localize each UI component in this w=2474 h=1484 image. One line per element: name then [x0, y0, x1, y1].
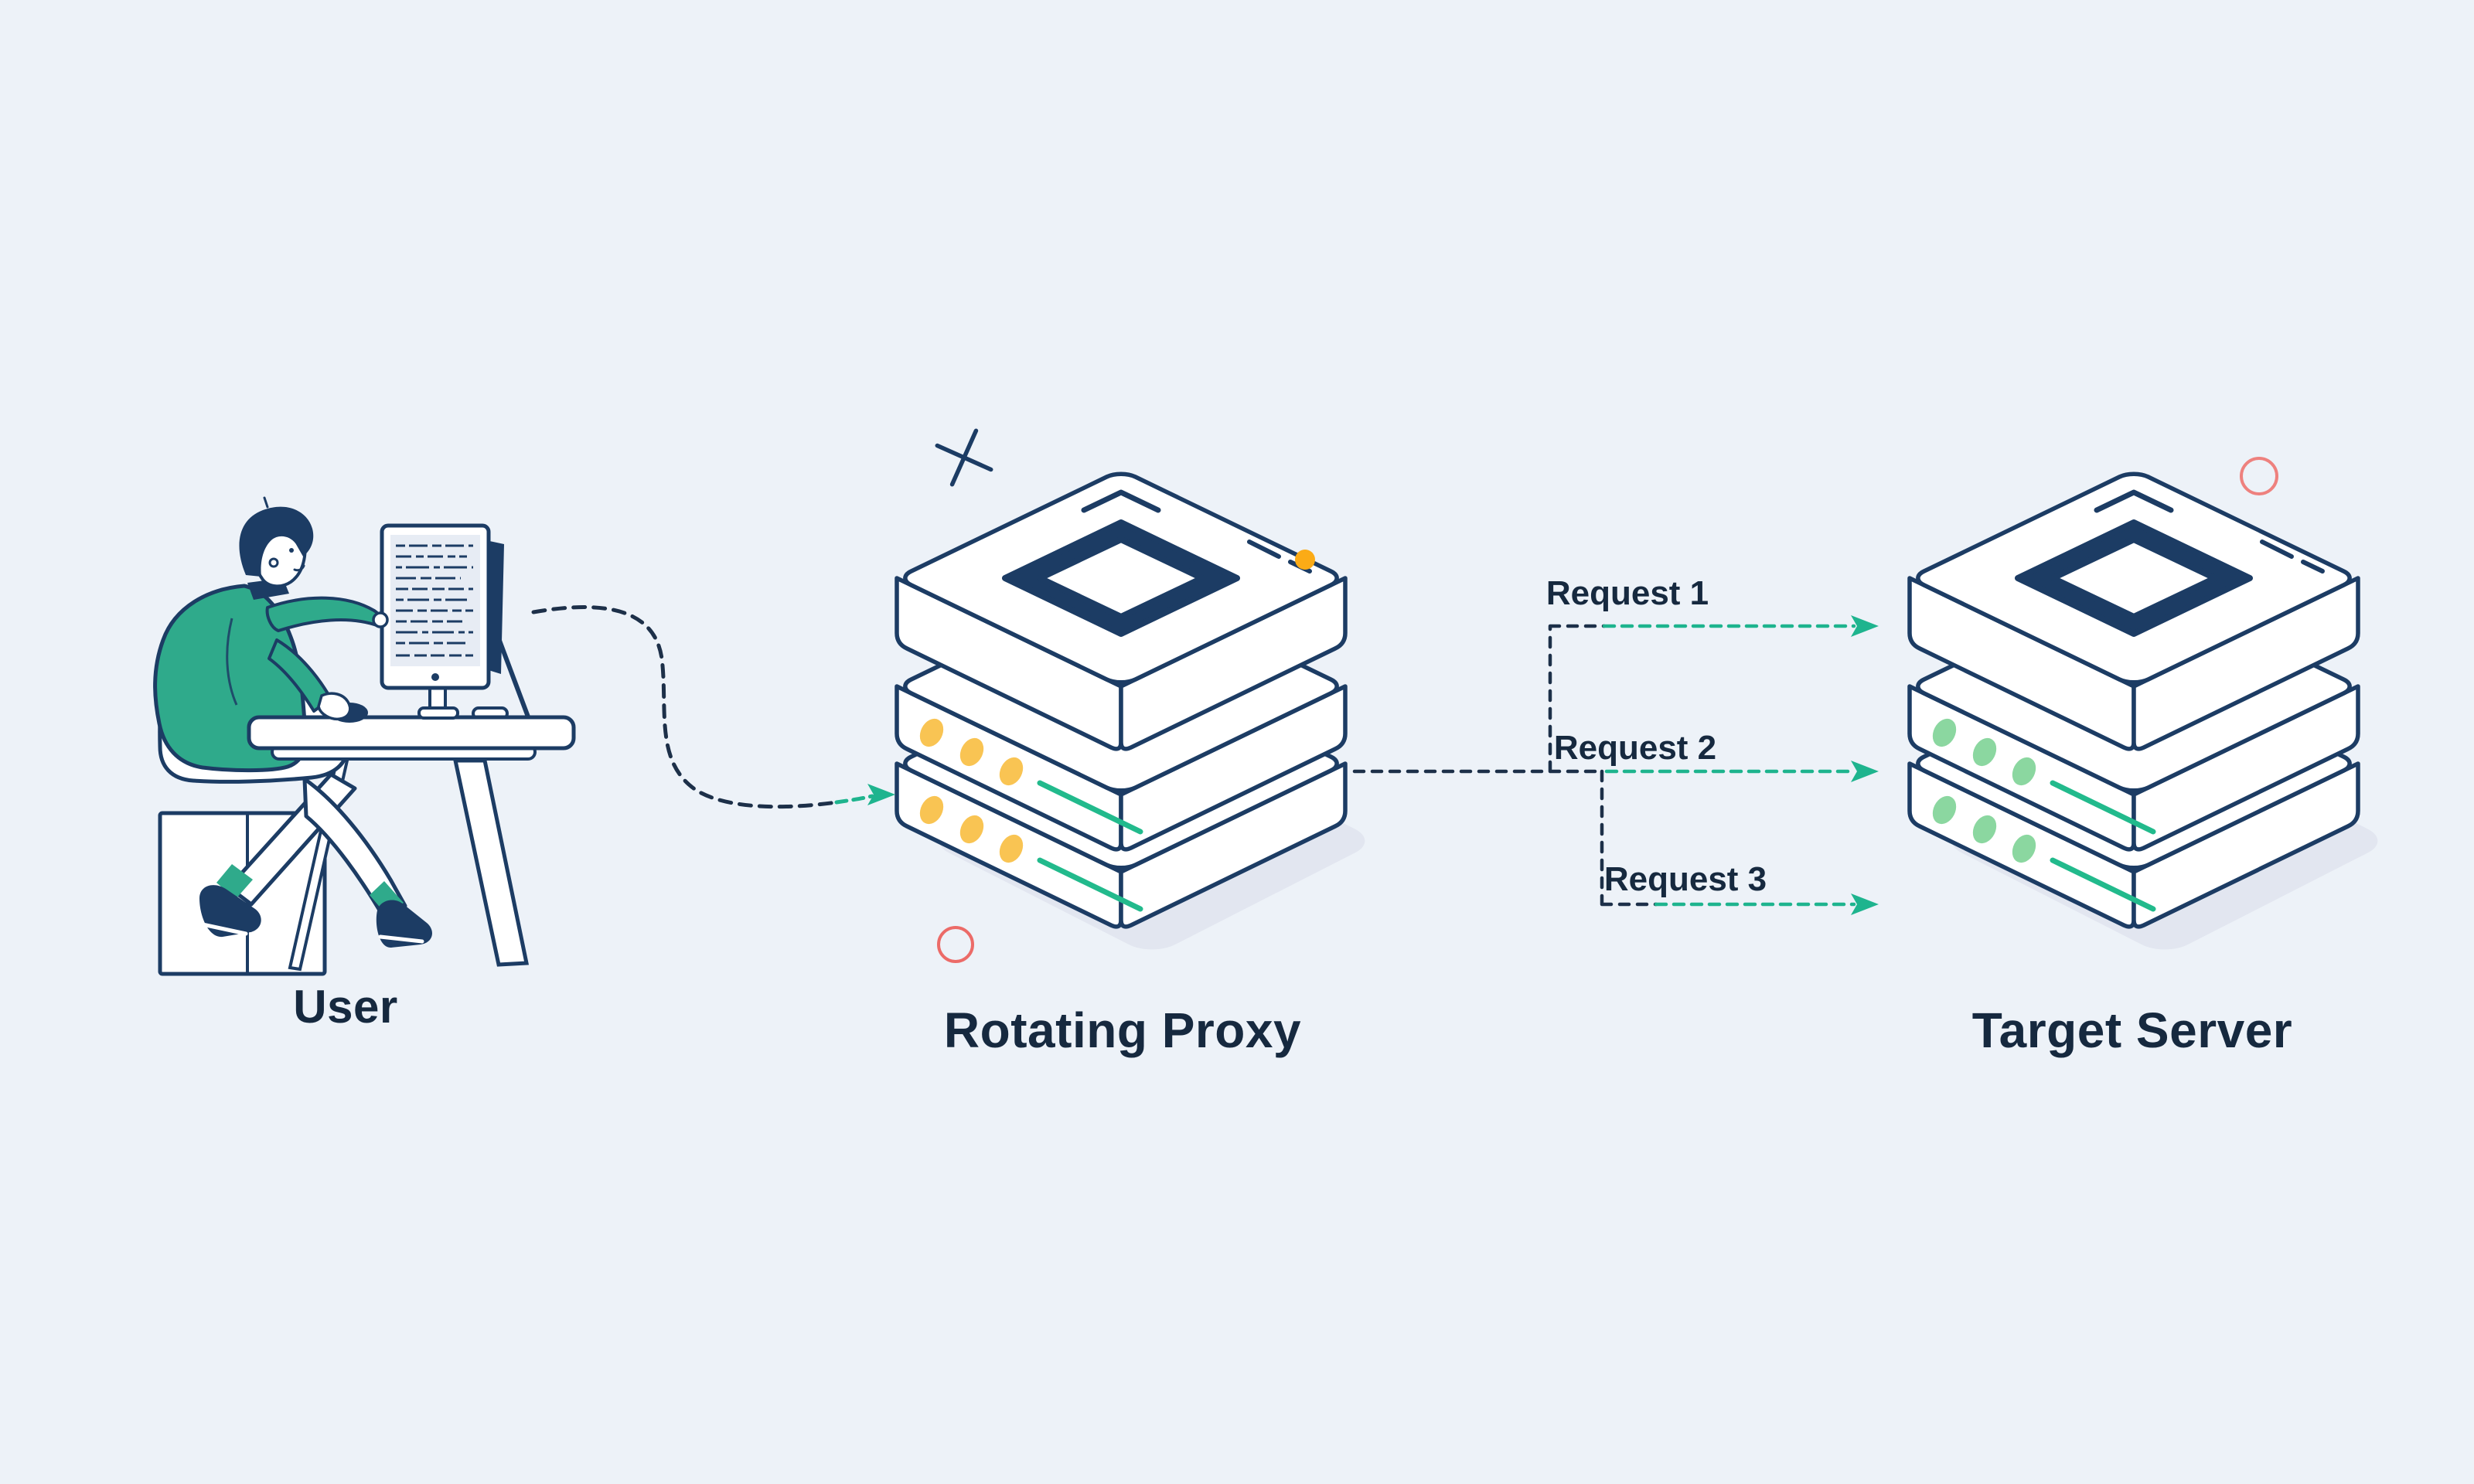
- screen-text-lines: [396, 544, 473, 657]
- desk-top: [247, 715, 576, 751]
- orange-dot-decoration: [1295, 550, 1315, 570]
- hand: [317, 692, 352, 721]
- request-3-label: Request 3: [1603, 860, 1767, 898]
- shoe-icon: [376, 900, 432, 948]
- monitor-icon: [380, 523, 504, 720]
- ear: [268, 557, 279, 568]
- arrowhead-icon: [867, 784, 895, 805]
- red-circle-decoration: [2240, 457, 2278, 495]
- eye: [289, 548, 294, 553]
- person-leg-back: [302, 777, 432, 948]
- user-label: User: [293, 981, 398, 1033]
- request-1-label: Request 1: [1545, 574, 1709, 612]
- request-arrows: [1352, 615, 1879, 915]
- person-arm-pointing: [265, 596, 389, 632]
- hand: [372, 611, 389, 628]
- person-arm-mouse: [268, 638, 368, 723]
- user-illustration: [153, 496, 576, 976]
- hair: [239, 506, 314, 577]
- arrowhead-icon: [1851, 893, 1879, 915]
- rotating-proxy-label: Rotating Proxy: [943, 1002, 1302, 1058]
- arrowhead-icon: [1851, 761, 1879, 782]
- monitor-kickstand: [494, 631, 531, 720]
- user-to-proxy-arrow: [531, 605, 895, 809]
- smile: [293, 564, 305, 572]
- red-circle-decoration: [937, 926, 974, 963]
- cross-decoration-icon: [935, 428, 993, 487]
- desk: [247, 631, 576, 967]
- person-head: [239, 496, 314, 588]
- target-server-label: Target Server: [1971, 1002, 2293, 1058]
- arrowhead-icon: [1851, 615, 1879, 637]
- shoe-icon: [199, 885, 261, 938]
- request-2-label: Request 2: [1553, 729, 1717, 767]
- request-branch-lines: [1352, 624, 1658, 907]
